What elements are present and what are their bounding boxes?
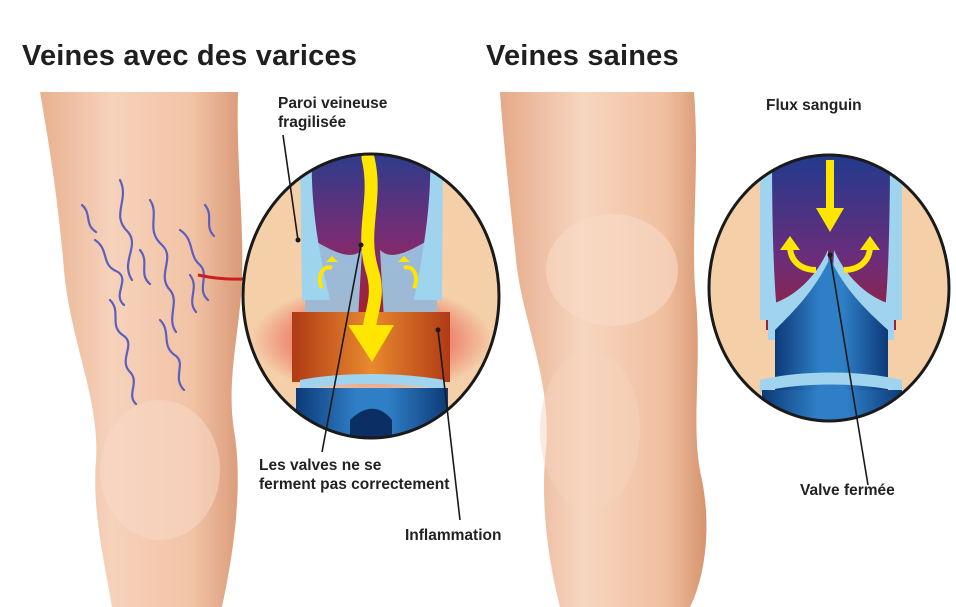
label-inflammation: Inflammation — [405, 526, 501, 545]
title-healthy-veins: Veines saines — [486, 40, 679, 73]
label-blood-flow: Flux sanguin — [766, 96, 862, 115]
right-leg — [500, 92, 706, 607]
label-closed-valve: Valve fermée — [800, 481, 895, 500]
label-weak-vein-wall: Paroi veineuse fragilisée — [278, 94, 387, 132]
healthy-vein-zoom — [705, 150, 955, 440]
title-varicose-veins: Veines avec des varices — [22, 40, 357, 73]
label-valves-line1: Les valves ne se — [259, 456, 449, 475]
label-valves-not-closing: Les valves ne se ferment pas correctemen… — [259, 456, 449, 494]
label-weak-vein-wall-line2: fragilisée — [278, 113, 387, 132]
label-weak-vein-wall-line1: Paroi veineuse — [278, 94, 387, 113]
label-valves-line2: ferment pas correctement — [259, 475, 449, 494]
